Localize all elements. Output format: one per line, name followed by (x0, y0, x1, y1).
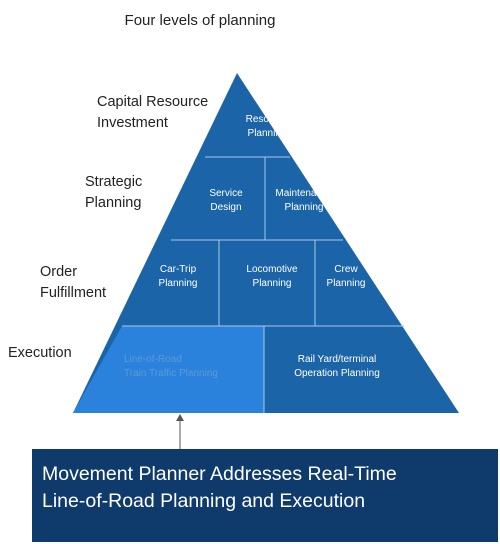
cell-line-of-road-planning: Line-of-Road Train Traffic Planning (124, 353, 254, 381)
cell-label-line: Planning (326, 278, 366, 289)
cell-locomotive-planning: Locomotive Planning (232, 263, 312, 291)
cell-label-line: Planning (158, 278, 198, 289)
movement-planner-banner: Movement Planner Addresses Real-Time Lin… (32, 449, 498, 542)
cell-label-line: Service (209, 188, 243, 199)
level-label-line: Fulfillment (40, 285, 107, 301)
cell-label-line: Operation Planning (294, 368, 380, 379)
cell-service-design: Service Design (196, 187, 256, 215)
cell-rail-yard-operation-planning: Rail Yard/terminal Operation Planning (277, 353, 397, 381)
cell-label-line: Car-Trip (159, 264, 197, 275)
level-strategic-planning: Strategic Planning (85, 172, 142, 214)
banner-line: Movement Planner Addresses Real-Time (42, 463, 397, 485)
level-execution: Execution (8, 343, 72, 364)
level-label-line: Planning (85, 195, 142, 211)
banner-line: Line-of-Road Planning and Execution (42, 490, 366, 512)
level-label-line: Order (40, 264, 78, 280)
line-of-road-highlight (73, 326, 264, 413)
cell-label-line: Planning (247, 128, 287, 139)
cell-resource-planning: Resource Planning (232, 113, 302, 141)
cell-label-line: Planning (252, 278, 292, 289)
level-capital-resource-investment: Capital Resource Investment (97, 92, 208, 134)
cell-car-trip-planning: Car-Trip Planning (148, 263, 208, 291)
cell-label-line: Rail Yard/terminal (297, 354, 377, 365)
level-label-line: Strategic (85, 174, 143, 190)
cell-label-line: Planning (284, 202, 324, 213)
cell-label-line: Line-of-Road (124, 354, 182, 365)
level-label-line: Execution (8, 345, 72, 361)
level-label-line: Capital Resource (97, 94, 209, 110)
cell-label-line: Resource (245, 114, 289, 125)
diagram-title: Four levels of planning (124, 12, 276, 29)
cell-label-line: Train Traffic Planning (124, 368, 218, 379)
level-label-line: Investment (97, 115, 168, 131)
cell-maintenance-planning: Maintenance Planning (264, 187, 344, 215)
cell-label-line: Maintenance (275, 188, 333, 199)
up-arrow-icon (176, 414, 184, 449)
level-order-fulfillment: Order Fulfillment (40, 262, 106, 304)
cell-crew-planning: Crew Planning (316, 263, 376, 291)
cell-label-line: Design (210, 202, 242, 213)
cell-label-line: Locomotive (246, 264, 298, 275)
cell-label-line: Crew (334, 264, 358, 275)
